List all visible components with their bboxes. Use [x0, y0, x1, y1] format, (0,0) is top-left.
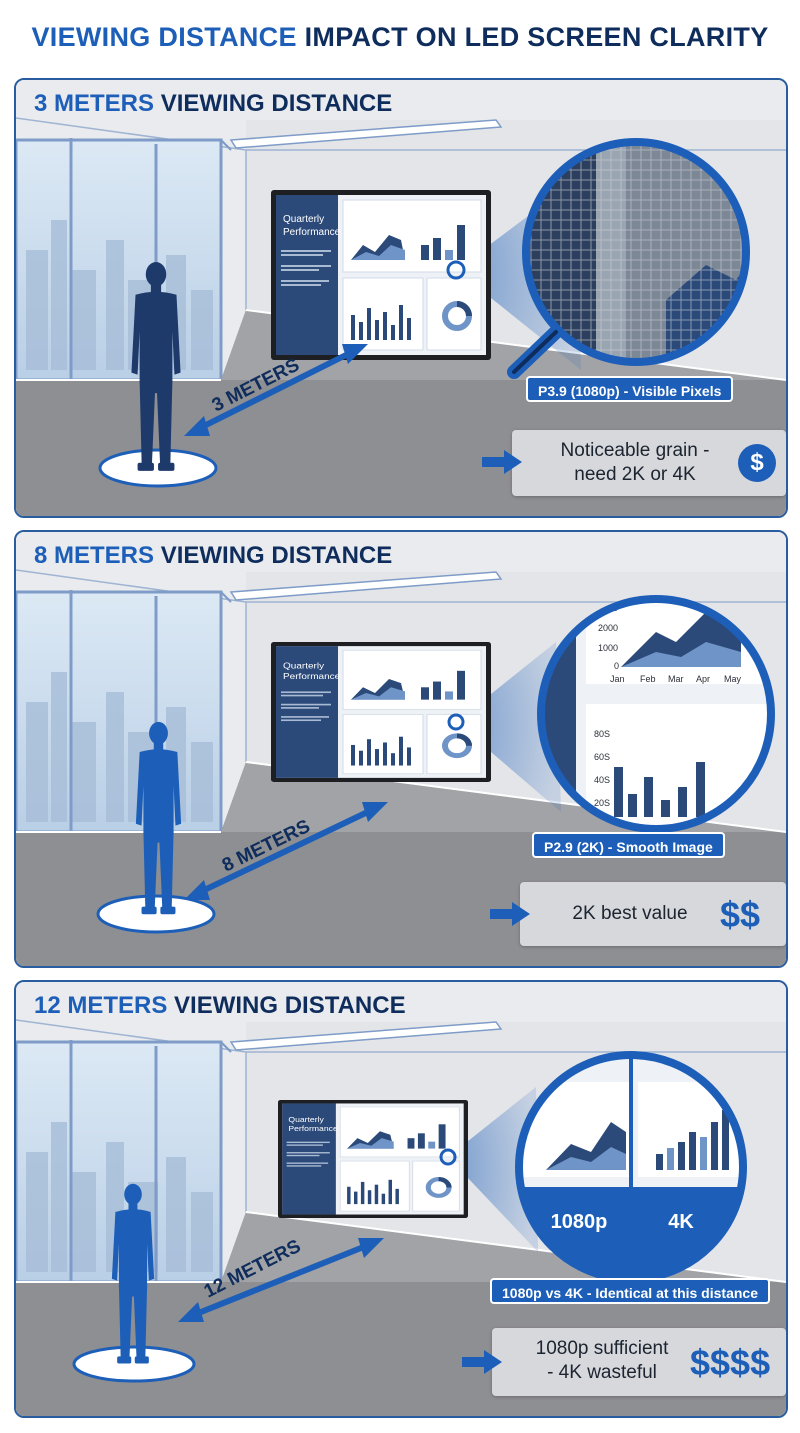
zoom-beam	[448, 1087, 538, 1252]
right-arrow-icon	[490, 902, 530, 926]
focus-ring	[439, 1148, 457, 1166]
cost-icon: $$$$	[690, 1342, 771, 1383]
cost-icon: $	[738, 444, 776, 482]
zoom-tick: Jan	[610, 674, 625, 684]
screen-title-2: Performance	[288, 1125, 337, 1133]
zoom-tick: 60S	[594, 752, 610, 762]
pixel-label: P3.9 (1080p) - Visible Pixels	[526, 376, 734, 402]
page-title: VIEWING DISTANCE IMPACT ON LED SCREEN CL…	[31, 22, 769, 52]
recommendation-box: 1080p sufficient - 4K wasteful $$$$	[462, 1328, 786, 1396]
panel-heading: 3 METERS VIEWING DISTANCE	[34, 90, 393, 117]
compare-label-1080p: 1080p	[551, 1211, 608, 1233]
office-scene: Quarterly Performance	[16, 982, 786, 1416]
zoom-tick: 2000	[598, 623, 618, 633]
floor-marker	[96, 894, 216, 934]
magnifier: 1080p 4K	[515, 1051, 747, 1283]
focus-ring	[446, 260, 466, 280]
recommendation-box: Noticeable grain - need 2K or 4K $	[482, 430, 786, 496]
zoom-tick: 80S	[594, 729, 610, 739]
office-scene: Quarterly Performance	[16, 80, 786, 516]
focus-ring	[447, 713, 465, 731]
zoom-tick: 40S	[594, 775, 610, 785]
panel-heading: 8 METERS VIEWING DISTANCE	[34, 542, 393, 569]
recommendation-text: Noticeable grain - need 2K or 4K	[560, 440, 710, 485]
zoom-tick: 20S	[594, 798, 610, 808]
screen-title-2: Performance	[283, 227, 341, 238]
screen-title: Quarterly	[283, 661, 325, 670]
recommendation-box: 2K best value $$	[490, 882, 786, 946]
office-scene: Quarterly Performance 3000 2	[16, 532, 786, 966]
zoom-tick: May	[724, 674, 742, 684]
compare-label-4k: 4K	[668, 1211, 694, 1233]
screen-title: Quarterly	[283, 214, 324, 225]
pixel-label: P2.9 (2K) - Smooth Image	[532, 832, 725, 858]
right-arrow-icon	[462, 1350, 502, 1374]
panel-3-meters: 3 METERS VIEWING DISTANCE Quarterly Perf…	[14, 78, 788, 518]
panel-12-meters: 12 METERS VIEWING DISTANCE Quarterly Per…	[14, 980, 788, 1418]
screen-title-2: Performance	[283, 672, 340, 681]
panel-heading: 12 METERS VIEWING DISTANCE	[34, 992, 406, 1019]
recommendation-text: 2K best value	[572, 903, 688, 924]
led-screen: Quarterly Performance	[278, 1100, 468, 1218]
zoom-tick: Feb	[640, 674, 656, 684]
zoom-tick: Mar	[668, 674, 684, 684]
zoom-tick: Apr	[696, 674, 710, 684]
led-screen: Quarterly Performance	[271, 642, 491, 782]
cost-icon: $$	[720, 894, 761, 935]
pixel-label: 1080p vs 4K - Identical at this distance	[490, 1278, 770, 1304]
recommendation-text: 1080p sufficient - 4K wasteful	[535, 1338, 669, 1383]
panel-8-meters: 8 METERS VIEWING DISTANCE Quarterly Perf…	[14, 530, 788, 968]
led-screen: Quarterly Performance	[271, 190, 491, 360]
floor-marker	[98, 448, 218, 488]
zoom-tick: 0	[614, 661, 619, 671]
screen-title: Quarterly	[288, 1116, 324, 1124]
zoom-tick: 1000	[598, 643, 618, 653]
floor-marker	[72, 1345, 196, 1383]
zoom-beam	[456, 642, 561, 812]
right-arrow-icon	[482, 450, 522, 474]
